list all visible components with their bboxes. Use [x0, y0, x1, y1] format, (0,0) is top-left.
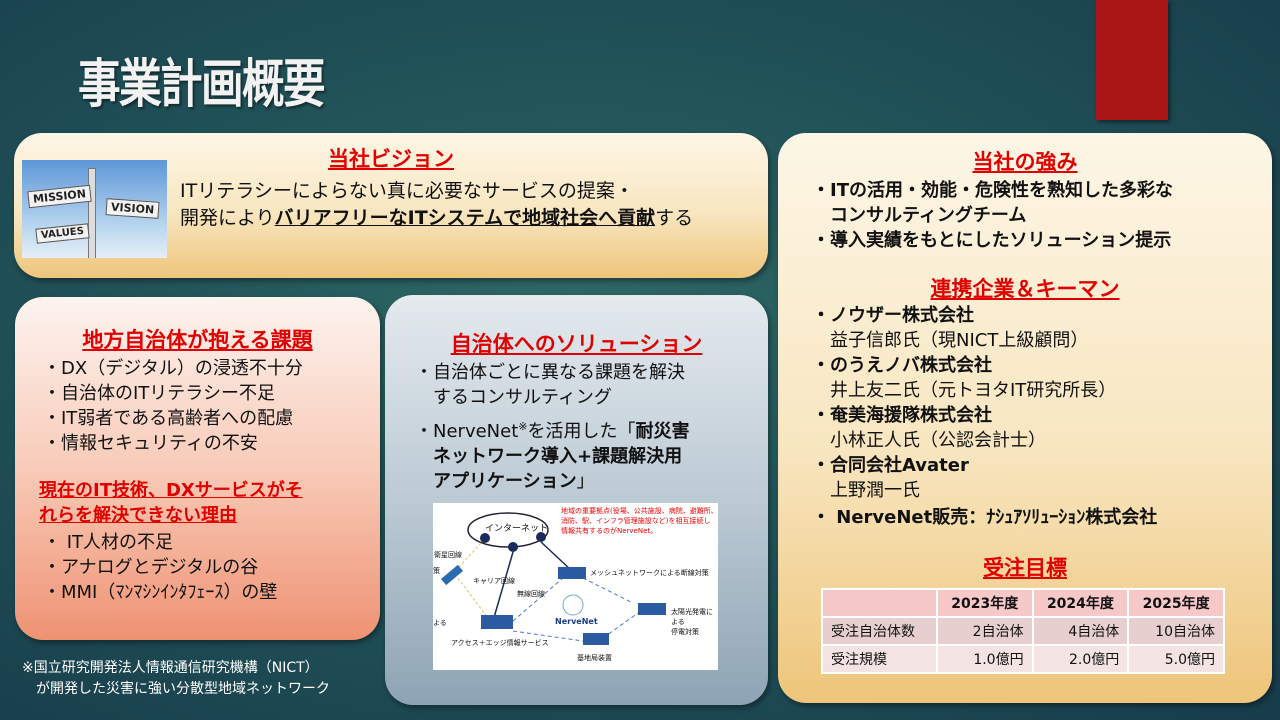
text: 」	[576, 471, 595, 492]
text: 太陽光発電による	[671, 608, 713, 626]
label-solar: 太陽光発電による停電対策	[671, 607, 718, 637]
diagram-lines	[441, 512, 666, 645]
solution-heading: 自治体へのソリューション	[450, 332, 703, 356]
footnote-line: ※国立研究開発法人情報通信研究機構（NICT）	[22, 660, 319, 676]
partner-company: ・奄美海援隊株式会社	[812, 405, 992, 426]
partner-company: ・のうえノバ株式会社	[812, 355, 992, 376]
note-line: 情報共有するのがNerveNet。	[561, 527, 658, 535]
note-line: 地域の重要拠点(役場、公共施設、病院、避難所、	[561, 507, 718, 515]
partner-person: 益子信郎氏（現NICT上級顧問）	[830, 330, 1089, 351]
label-wireless: 無線回線	[517, 590, 545, 598]
vision-heading: 当社ビジョン	[328, 147, 454, 171]
label-satellite: 衛星回線	[434, 551, 462, 559]
label-base: 基地局装置	[577, 654, 612, 662]
cell: 10自治体	[1127, 616, 1225, 646]
solution-item-cont: するコンサルティング	[433, 387, 612, 408]
strength-item: ・導入実績をもとにしたソリューション提示	[812, 230, 1172, 251]
accent-bar	[1096, 0, 1168, 120]
text: ネットワーク導入+課題解決用	[433, 446, 683, 467]
partner-person: 小林正人氏（公認会計士）	[830, 430, 1046, 451]
strength-item-cont: コンサルティングチーム	[830, 205, 1027, 226]
mission-vision-signpost-image: MISSION VISION VALUES	[22, 160, 167, 258]
label-carrier: キャリア回線	[473, 577, 515, 585]
strengths-heading: 当社の強み	[972, 150, 1078, 174]
note-line: 消防、駅、インフラ管理施設など)を相互接続し	[561, 517, 711, 525]
strength-item: ・ITの活用・効能・危険性を熟知した多彩な	[812, 180, 1173, 201]
row-label: 受注規模	[821, 644, 938, 674]
reasons-heading-line2: れらを解決できない理由	[39, 505, 237, 526]
text: 停電対策	[671, 628, 699, 636]
partner-company: ・ノウザー株式会社	[812, 305, 974, 326]
partner-company: ・合同会社Avater	[812, 455, 969, 476]
vision-statement: ITリテラシーによらない真に必要なサービスの提案・ 開発によりバリアフリーなIT…	[180, 178, 693, 232]
targets-heading: 受注目標	[983, 556, 1067, 580]
diagram-note: 地域の重要拠点(役場、公共施設、病院、避難所、消防、駅、インフラ管理施設など)を…	[561, 506, 718, 536]
sales-partner: ・ NerveNet販売：ﾅｼｭｱｿﾘｭｰｼｮﾝ株式会社	[812, 507, 1158, 528]
problem-item: ・情報セキュリティの不安	[43, 433, 258, 454]
text: 開発により	[180, 207, 275, 229]
cell: 1.0億円	[935, 644, 1034, 674]
text: ・NerveNet	[415, 421, 519, 442]
problems-heading: 地方自治体が抱える課題	[82, 328, 313, 352]
nervenet-diagram: インターネット 地域の重要拠点(役場、公共施設、病院、避難所、消防、駅、インフラ…	[433, 503, 718, 670]
solution-item: ・NerveNet※を活用した「耐災害	[415, 414, 768, 444]
nervenet-logo: NerveNet	[555, 617, 598, 626]
partner-person: 井上友二氏（元トヨタIT研究所長）	[830, 380, 1117, 401]
label-internet: インターネット	[485, 524, 549, 534]
label-cut: 策	[433, 567, 440, 575]
label-cut2: よる	[433, 619, 447, 627]
solution-item: ・自治体ごとに異なる課題を解決	[415, 362, 685, 383]
label-mesh: メッシュネットワークによる断線対策	[590, 569, 709, 577]
cell: 4自治体	[1031, 616, 1130, 646]
sign-values: VALUES	[35, 223, 90, 244]
problems-panel: 地方自治体が抱える課題 ・DX（デジタル）の浸透不十分 ・自治体のITリテラシー…	[15, 297, 380, 640]
cell: 5.0億円	[1127, 644, 1225, 674]
row-label: 受注自治体数	[821, 616, 938, 646]
text: 耐災害	[635, 421, 690, 442]
reason-item: ・MMI（ﾏﾝﾏｼﾝｲﾝﾀﾌｪｰｽ）の壁	[43, 582, 278, 603]
page-title: 事業計画概要	[78, 55, 326, 115]
cell: 2.0億円	[1031, 644, 1130, 674]
sign-mission: MISSION	[27, 184, 92, 209]
header-cell: 2025年度	[1127, 588, 1225, 618]
footnote-mark: ※	[518, 420, 528, 433]
sign-vision: VISION	[105, 198, 160, 219]
reasons-heading-line1: 現在のIT技術、DXサービスがそ	[39, 480, 303, 501]
vision-line-1: ITリテラシーによらない真に必要なサービスの提案・	[180, 180, 634, 202]
vision-line-2: 開発によりバリアフリーなITシステムで地域社会へ貢献する	[180, 205, 693, 232]
header-cell: 2023年度	[935, 588, 1034, 618]
vision-emphasis: バリアフリーなITシステムで地域社会へ貢献	[274, 207, 656, 229]
label-access: アクセス＋エッジ情報サービス	[451, 639, 549, 647]
text: する	[655, 207, 694, 229]
partner-person: 上野潤一氏	[830, 480, 920, 501]
header-cell: 2024年度	[1031, 588, 1130, 618]
problem-item: ・自治体のITリテラシー不足	[43, 383, 275, 404]
partners-heading: 連携企業＆キーマン	[930, 277, 1120, 301]
strengths-panel: 当社の強み ・ITの活用・効能・危険性を熟知した多彩な コンサルティングチーム …	[778, 133, 1272, 703]
reason-item: ・ IT人材の不足	[43, 532, 174, 553]
problem-item: ・IT弱者である高齢者への配慮	[43, 408, 294, 429]
header-cell	[821, 588, 938, 618]
text: アプリケーション	[433, 471, 577, 492]
footnote: ※国立研究開発法人情報通信研究機構（NICT） が開発した災害に強い分散型地域ネ…	[22, 658, 330, 700]
text: を活用した「	[527, 421, 636, 442]
reason-item: ・アナログとデジタルの谷	[43, 557, 259, 578]
footnote-line: が開発した災害に強い分散型地域ネットワーク	[22, 681, 330, 697]
cell: 2自治体	[935, 616, 1034, 646]
problem-item: ・DX（デジタル）の浸透不十分	[43, 358, 303, 379]
